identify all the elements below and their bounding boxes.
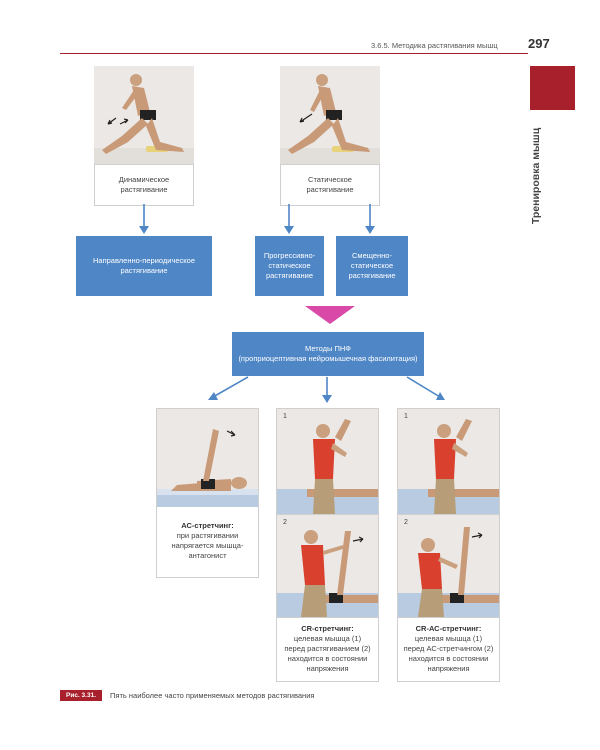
cr-ac-stretching-photo-1: 1 [398, 409, 499, 514]
cr-photo-label-1: 1 [283, 413, 287, 420]
shifted-static-box: Смещенно- статическое растягивание [336, 236, 408, 296]
figure-badge: Рис. 3.31. [60, 690, 102, 701]
cr-ac-stretching-text: CR-АС-стретчинг: целевая мышца (1) перед… [398, 617, 499, 680]
ac-stretching-photo [157, 409, 258, 507]
cr-stretching-photo-1: 1 [277, 409, 378, 514]
dynamic-stretch-photo [94, 66, 194, 164]
page-number: 297 [528, 36, 550, 51]
ac-stretching-text: АС-стретчинг: при растягивании напрягает… [171, 521, 244, 560]
pnf-methods-box: Методы ПНФ (проприоцептивная нейромышечн… [232, 332, 424, 376]
cr-ac-photo-label-1: 1 [404, 413, 408, 420]
figure-caption: Пять наиболее часто применяемых методов … [110, 691, 315, 700]
static-stretch-photo [280, 66, 380, 164]
header-rule [60, 53, 528, 54]
ac-stretching-card: АС-стретчинг: при растягивании напрягает… [156, 408, 259, 578]
static-stretch-label: Статическое растягивание [280, 164, 380, 206]
pnf-pointer [305, 306, 355, 324]
cr-stretching-photo-2: 2 [277, 514, 378, 617]
cr-ac-stretching-card: 1 2 CR-АС-стретчинг: целевая мышца (1) п… [397, 408, 500, 682]
cr-ac-photo-label-2: 2 [404, 519, 408, 526]
cr-stretching-card: 1 2 CR-стретчинг: целевая мышца (1) пере… [276, 408, 379, 682]
cr-stretching-text: CR-стретчинг: целевая мышца (1) перед ра… [277, 617, 378, 680]
directed-periodic-box: Направленно-периодическое растягивание [76, 236, 212, 296]
chapter-tab [530, 66, 575, 110]
progressive-static-box: Прогрессивно- статическое растягивание [255, 236, 324, 296]
cr-ac-stretching-photo-2: 2 [398, 514, 499, 617]
section-title: 3.6.5. Методика растягивания мышц [371, 41, 498, 50]
cr-photo-label-2: 2 [283, 519, 287, 526]
